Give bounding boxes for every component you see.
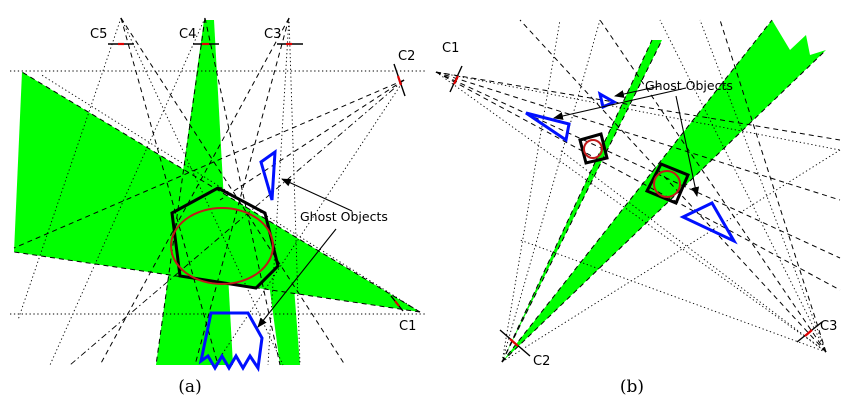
ray: [501, 39, 663, 363]
ghost-object-bottom: [198, 311, 264, 373]
ray: [155, 17, 206, 366]
camera-b-label-c3: C3: [820, 319, 837, 334]
ray: [120, 17, 219, 366]
camera-b-label-c2: C2: [533, 354, 550, 369]
camera-b-label-c1: C1: [442, 41, 459, 56]
panel-a: C5 C4 C3 C2 C1 Ghost Objects (a): [10, 17, 425, 397]
ray: [699, 19, 827, 353]
camera-label-c3: C3: [264, 27, 281, 42]
ray: [120, 17, 346, 366]
ray: [501, 149, 841, 363]
ghost-objects-label-b: Ghost Objects: [645, 78, 733, 93]
ghost-arrow-lower: [257, 228, 337, 328]
ray: [13, 79, 405, 249]
ghost-b-triangle-small: [597, 90, 618, 110]
ghost-b-arrow-2: [614, 85, 661, 98]
camera-c1-marker-red: [394, 300, 400, 307]
ray: [13, 251, 421, 313]
ray: [219, 79, 405, 201]
ray: [49, 17, 206, 366]
panel-b-rays: [435, 19, 841, 363]
ray: [519, 19, 827, 353]
camera-label-c4: C4: [179, 27, 196, 42]
panel-b-visibility-cones: [502, 20, 826, 362]
camera-label-c2: C2: [398, 49, 415, 64]
ray: [214, 79, 405, 366]
panel-b: C1 C2 C3 Ghost Objects (b): [435, 19, 841, 397]
ray: [435, 71, 841, 291]
ray: [267, 17, 290, 366]
camera-b-c3-marker-red: [804, 329, 813, 337]
ray: [69, 79, 405, 366]
ghost-b-triangle-left: [525, 111, 571, 143]
cone-b-thin: [502, 40, 662, 362]
ray: [659, 19, 827, 353]
ray: [501, 49, 827, 363]
ray: [194, 17, 290, 366]
object-b-square-2: [644, 162, 690, 205]
ray: [17, 17, 122, 321]
object-b-circle-1: [583, 139, 603, 159]
ghost-b-arrow-3: [675, 95, 700, 197]
ray: [435, 71, 841, 201]
panel-a-camera-markers: [108, 42, 406, 312]
camera-label-c1: C1: [399, 319, 416, 334]
ghost-object-triangle: [259, 148, 277, 201]
camera-b-c1-marker-red: [453, 75, 459, 85]
cone-b-wide: [502, 20, 826, 362]
ghost-arrow-upper: [281, 178, 353, 212]
camera-b-c2-marker-red: [509, 338, 519, 347]
ray: [501, 19, 601, 363]
camera-c2-marker-red: [396, 75, 403, 86]
ray: [435, 71, 841, 259]
true-object: [170, 207, 274, 285]
ray: [120, 17, 284, 366]
ray: [559, 149, 827, 353]
ray: [599, 19, 827, 353]
ghost-objects-label-a: Ghost Objects: [300, 209, 388, 224]
ray: [501, 19, 773, 363]
ghost-b-arrow-1: [553, 87, 687, 120]
ray: [501, 19, 561, 363]
ray: [39, 73, 421, 313]
panel-b-camera-markers: [449, 65, 823, 357]
ghost-b-triangle-right: [679, 201, 738, 245]
panel-b-caption: (b): [620, 377, 644, 397]
ray: [21, 71, 421, 313]
camera-label-c5: C5: [90, 27, 107, 42]
visual-hull-polygon: [170, 186, 280, 290]
object-b-square-1: [578, 132, 609, 165]
ray: [288, 17, 301, 366]
ray: [719, 19, 827, 353]
panel-a-caption: (a): [178, 377, 201, 397]
ray: [99, 17, 290, 366]
object-b-circle-2: [653, 170, 681, 198]
